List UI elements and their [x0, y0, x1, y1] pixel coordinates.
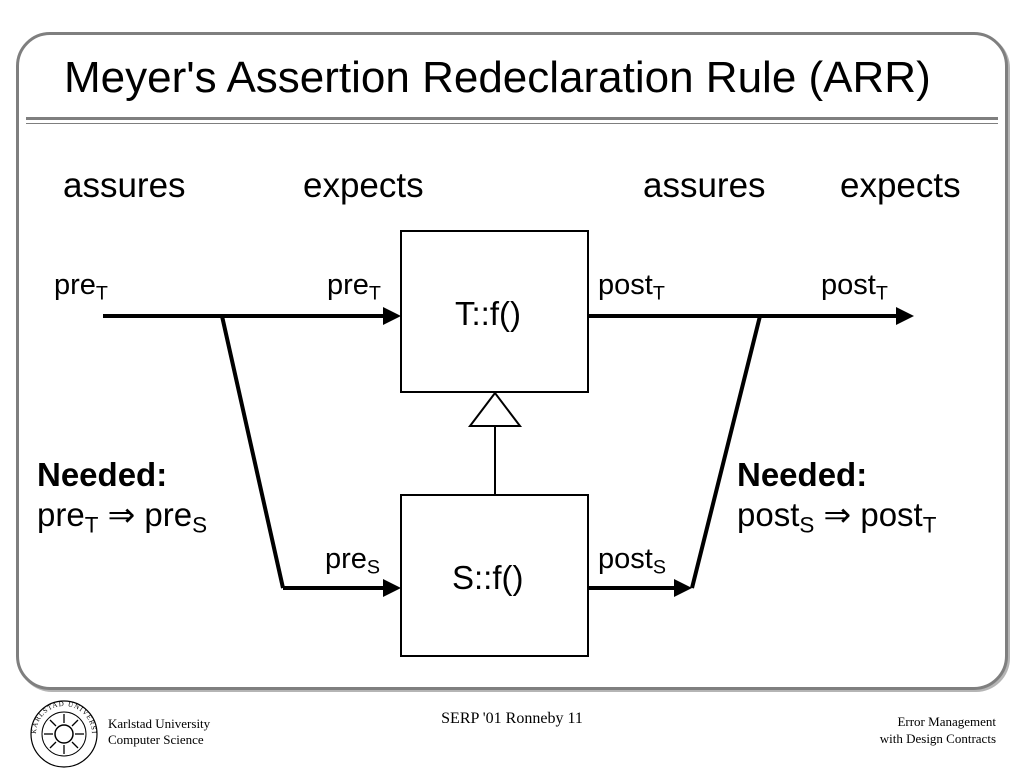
- footer-right: Error Management with Design Contracts: [880, 713, 996, 747]
- right-diagonal: [690, 315, 762, 589]
- label-post-t-right: postT: [821, 269, 888, 305]
- label-pre-t-left: preT: [54, 269, 108, 305]
- footer-university: Karlstad University: [108, 716, 211, 731]
- footer-department: Computer Science: [108, 732, 204, 747]
- karlstad-university-logo: KARLSTAD UNIVERSITY: [24, 696, 98, 768]
- box-s: [400, 494, 589, 657]
- footer-center: SERP '01 Ronneby 11: [441, 710, 583, 727]
- header-left-assures: assures: [63, 166, 186, 205]
- post-t-arrowhead: [896, 307, 914, 325]
- label-post-t-box: postT: [598, 269, 665, 305]
- header-right-assures: assures: [643, 166, 766, 205]
- title-rule: [26, 117, 998, 120]
- label-post-s-box: postS: [598, 543, 666, 579]
- needed-right: Needed: postS ⇒ postT: [737, 455, 937, 538]
- box-t: [400, 230, 589, 393]
- label-pre-t-box: preT: [327, 269, 381, 305]
- footer-left: Karlstad University Computer Science: [108, 716, 210, 748]
- left-diagonal: [220, 315, 285, 589]
- needed-left: Needed: preT ⇒ preS: [37, 455, 208, 538]
- title-rule-thin: [26, 123, 998, 124]
- box-t-label: T::f(): [455, 295, 521, 332]
- needed-right-heading: Needed:: [737, 456, 868, 493]
- pre-s-arrowhead: [383, 579, 401, 597]
- header-left-expects: expects: [303, 166, 424, 205]
- pre-t-arrowhead: [383, 307, 401, 325]
- post-s-arrowhead: [674, 579, 692, 597]
- footer-course-line1: Error Management: [897, 714, 996, 729]
- needed-left-condition: preT ⇒ preS: [37, 496, 208, 538]
- footer-course-line2: with Design Contracts: [879, 731, 996, 746]
- inheritance-triangle: [467, 391, 523, 427]
- box-s-label: S::f(): [452, 559, 524, 596]
- needed-left-heading: Needed:: [37, 456, 168, 493]
- slide-title: Meyer's Assertion Redeclaration Rule (AR…: [64, 53, 931, 102]
- label-pre-s-box: preS: [325, 543, 381, 579]
- header-right-expects: expects: [840, 166, 961, 205]
- needed-right-condition: postS ⇒ postT: [737, 496, 937, 538]
